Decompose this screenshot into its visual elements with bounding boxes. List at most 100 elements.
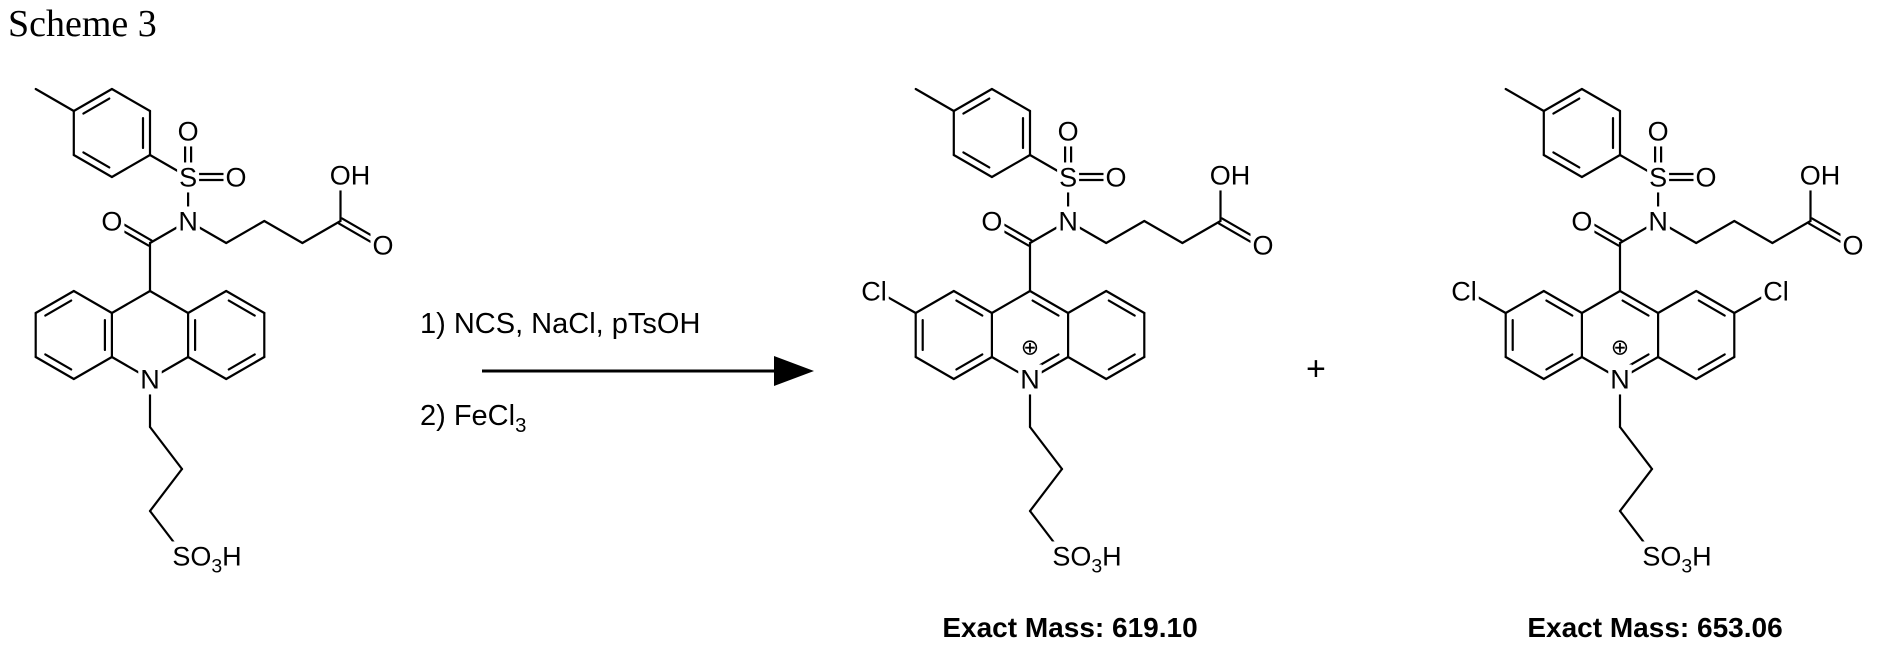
bond <box>1542 153 1584 179</box>
label-mask <box>1646 206 1670 237</box>
atom-label-N: N <box>178 206 198 236</box>
label-mask <box>170 541 244 578</box>
bond <box>1504 87 1545 113</box>
bond <box>1552 97 1581 115</box>
label-mask <box>1250 230 1276 261</box>
atom-label-S: S <box>1059 162 1077 192</box>
label-mask <box>1018 334 1042 360</box>
bond <box>72 87 114 113</box>
bond <box>1697 299 1726 317</box>
atom-label-O: O <box>1695 162 1716 192</box>
atom-label-N: N <box>1648 206 1668 236</box>
label-mask <box>176 206 200 237</box>
label-mask <box>1056 206 1080 237</box>
bond <box>1695 289 1736 315</box>
bond <box>914 289 955 315</box>
bond <box>148 289 190 315</box>
label-mask <box>1103 162 1129 193</box>
label-mask <box>223 162 249 193</box>
atom-label-O: O <box>101 206 122 236</box>
label-mask <box>177 162 200 193</box>
atom-label-Cl: Cl <box>1451 276 1477 306</box>
bond <box>882 293 917 315</box>
bond <box>1618 425 1654 471</box>
bond <box>225 355 266 381</box>
label-mask <box>1645 116 1671 147</box>
reaction-arrow <box>482 356 814 386</box>
scheme-title: Scheme 3 <box>8 3 157 45</box>
bond <box>227 299 256 317</box>
atom-label-OH: OH <box>1210 160 1251 190</box>
label-mask <box>1608 334 1632 360</box>
atom-label-S: S <box>1649 162 1667 192</box>
bond <box>1552 151 1581 169</box>
bond <box>1105 289 1146 315</box>
bond <box>990 289 1032 315</box>
label-mask <box>138 364 162 395</box>
conditions-step2-text: 2) FeCl <box>420 400 516 432</box>
bond <box>1580 289 1622 315</box>
bond <box>952 87 994 113</box>
bond <box>914 355 955 381</box>
bond <box>1181 219 1222 245</box>
atom-label-O: O <box>225 162 246 192</box>
arrow-head <box>774 356 814 386</box>
bond <box>110 153 152 179</box>
bond <box>263 219 304 245</box>
bond <box>1618 289 1660 315</box>
label-mask <box>1569 206 1595 237</box>
bond <box>955 353 984 371</box>
label-mask <box>1207 160 1253 191</box>
bond <box>1031 299 1060 317</box>
atom-label-O: O <box>178 116 199 146</box>
bond <box>952 355 994 381</box>
bond <box>1542 289 1584 315</box>
label-mask <box>859 276 889 307</box>
label-mask <box>1797 160 1843 191</box>
bond <box>1504 355 1545 381</box>
bond <box>1028 467 1064 513</box>
exact-mass-product-1: Exact Mass: 619.10 <box>942 612 1198 643</box>
atom-label-⊕: ⊕ <box>1611 335 1629 360</box>
exact-mass-product-2: Exact Mass: 653.06 <box>1527 612 1783 643</box>
bond <box>990 153 1032 179</box>
atom-label-SO3H: SO3H <box>172 541 241 577</box>
label-mask <box>1608 364 1632 395</box>
bond <box>1580 153 1622 179</box>
atom-label-SO3H: SO3H <box>1642 541 1711 577</box>
bond <box>914 87 955 113</box>
bond <box>1107 299 1136 317</box>
bond <box>34 289 75 315</box>
label-mask <box>1761 276 1791 307</box>
bond <box>110 289 152 315</box>
bond <box>990 87 1032 113</box>
label-mask <box>327 160 373 191</box>
label-mask <box>1647 162 1670 193</box>
atom-label-O: O <box>1648 116 1669 146</box>
bond <box>186 289 228 315</box>
conditions-step2-subscript: 3 <box>515 414 527 437</box>
label-mask <box>979 206 1005 237</box>
atom-label-O: O <box>372 230 393 260</box>
atom-label-N: N <box>1610 364 1630 394</box>
atom-label-N: N <box>1020 364 1040 394</box>
bond <box>1542 355 1584 381</box>
label-mask <box>1449 276 1479 307</box>
bond <box>72 355 114 381</box>
bond <box>1542 87 1584 113</box>
atom-label-S: S <box>179 162 197 192</box>
bond <box>952 153 994 179</box>
bond <box>110 87 152 113</box>
bond <box>72 289 114 315</box>
atom-label-O: O <box>1105 162 1126 192</box>
bond <box>1545 299 1574 317</box>
label-mask <box>175 116 201 147</box>
bond <box>186 355 228 381</box>
atom-label-OH: OH <box>1800 160 1841 190</box>
bond <box>1105 355 1146 381</box>
bond <box>1545 353 1574 371</box>
atom-label-N: N <box>1058 206 1078 236</box>
